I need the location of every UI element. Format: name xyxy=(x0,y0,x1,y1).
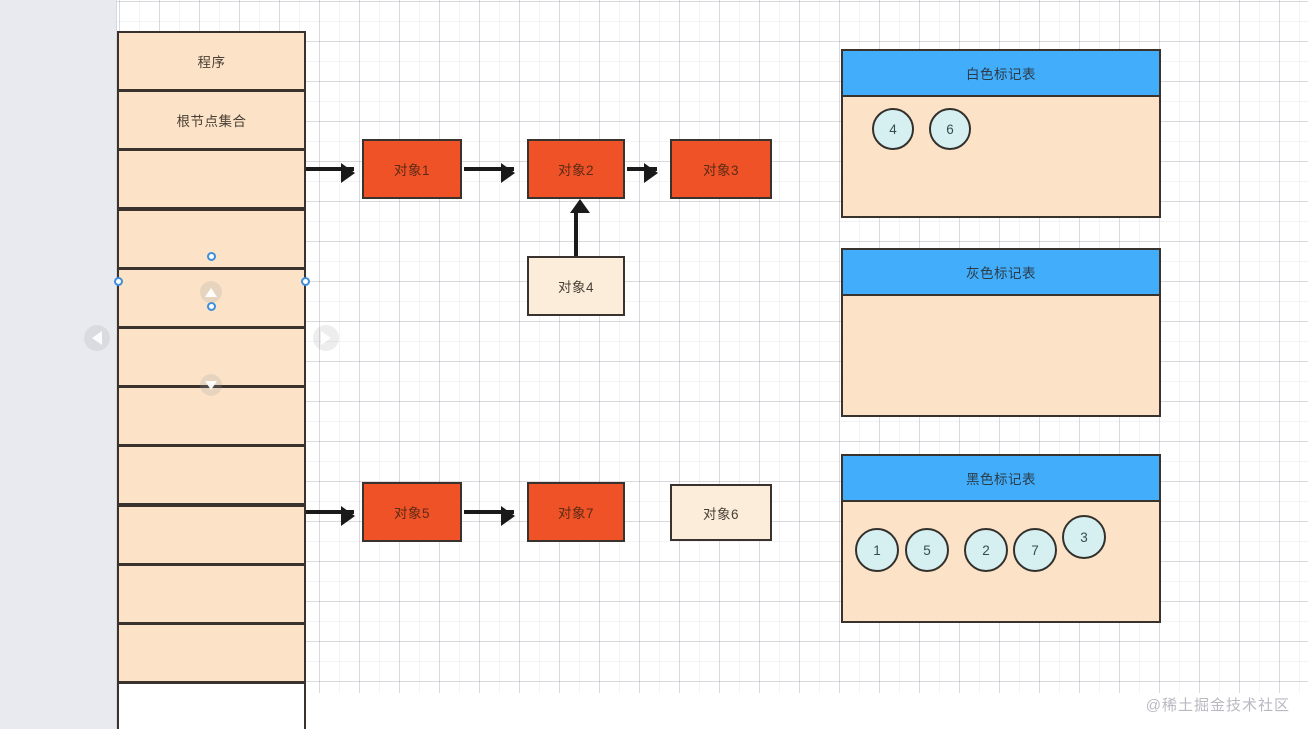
object-node-obj5[interactable]: 对象5 xyxy=(362,482,462,542)
edge-obj1-to-obj2 xyxy=(464,163,515,183)
object-node-label: 对象5 xyxy=(393,506,430,521)
black-mark-table-title: 黑色标记表 xyxy=(843,456,1159,502)
black-mark-table-token-1[interactable]: 1 xyxy=(855,528,899,572)
white-mark-table-token-4[interactable]: 4 xyxy=(872,108,914,150)
object-node-label: 对象4 xyxy=(557,280,594,295)
stack-cell-10[interactable] xyxy=(117,623,306,683)
diagram-canvas-footer xyxy=(117,693,1308,729)
object-node-label: 对象1 xyxy=(393,163,430,178)
edge-stack-to-obj5 xyxy=(306,506,355,526)
gray-mark-table[interactable]: 灰色标记表 xyxy=(841,248,1161,417)
object-node-obj7[interactable]: 对象7 xyxy=(527,482,625,542)
black-mark-table-token-3[interactable]: 3 xyxy=(1062,515,1106,559)
object-node-label: 对象6 xyxy=(702,506,739,522)
object-node-obj2[interactable]: 对象2 xyxy=(527,139,625,199)
chevron-right-icon xyxy=(321,331,331,345)
stack-cell-8[interactable] xyxy=(117,505,306,565)
triangle-up-icon xyxy=(205,287,217,297)
stack-cell-9[interactable] xyxy=(117,564,306,624)
object-node-obj1[interactable]: 对象1 xyxy=(362,139,462,199)
move-down-button[interactable] xyxy=(200,374,222,396)
resize-handle-right[interactable] xyxy=(301,277,310,286)
move-up-button[interactable] xyxy=(200,281,222,303)
edge-stack-to-obj1 xyxy=(306,163,355,183)
stack-cell-11[interactable] xyxy=(117,682,306,729)
stack-cell-1[interactable]: 根节点集合 xyxy=(117,90,306,150)
resize-handle-left[interactable] xyxy=(114,277,123,286)
object-node-obj3[interactable]: 对象3 xyxy=(670,139,772,199)
stack-cell-label: 根节点集合 xyxy=(176,114,247,129)
gray-mark-table-title: 灰色标记表 xyxy=(843,250,1159,296)
object-node-obj4[interactable]: 对象4 xyxy=(527,256,625,316)
black-mark-table-token-5[interactable]: 5 xyxy=(905,528,949,572)
object-node-label: 对象3 xyxy=(702,163,739,178)
object-node-obj6[interactable]: 对象6 xyxy=(670,484,772,541)
resize-handle-top[interactable] xyxy=(207,252,216,261)
black-mark-table-token-2[interactable]: 2 xyxy=(964,528,1008,572)
collapse-left-button[interactable] xyxy=(84,325,110,351)
stack-cell-label: 程序 xyxy=(197,55,226,70)
watermark: @稀土掘金技术社区 xyxy=(1145,697,1290,714)
object-node-label: 对象2 xyxy=(557,163,594,178)
stack-cell-0[interactable]: 程序 xyxy=(117,31,306,91)
gray-mark-table-body xyxy=(843,296,1159,415)
editor-left-rail xyxy=(0,0,117,729)
triangle-down-icon xyxy=(205,380,217,390)
object-node-label: 对象7 xyxy=(557,506,594,521)
edge-obj4-to-obj2 xyxy=(570,199,590,256)
white-mark-table-token-6[interactable]: 6 xyxy=(929,108,971,150)
expand-right-button[interactable] xyxy=(313,325,339,351)
black-mark-table-token-7[interactable]: 7 xyxy=(1013,528,1057,572)
chevron-left-icon xyxy=(92,331,102,345)
resize-handle-bottom[interactable] xyxy=(207,302,216,311)
edge-obj5-to-obj7 xyxy=(464,506,515,526)
stack-cell-2[interactable] xyxy=(117,149,306,209)
stack-cell-7[interactable] xyxy=(117,445,306,505)
white-mark-table-title: 白色标记表 xyxy=(843,51,1159,97)
edge-obj2-to-obj3 xyxy=(627,163,658,183)
